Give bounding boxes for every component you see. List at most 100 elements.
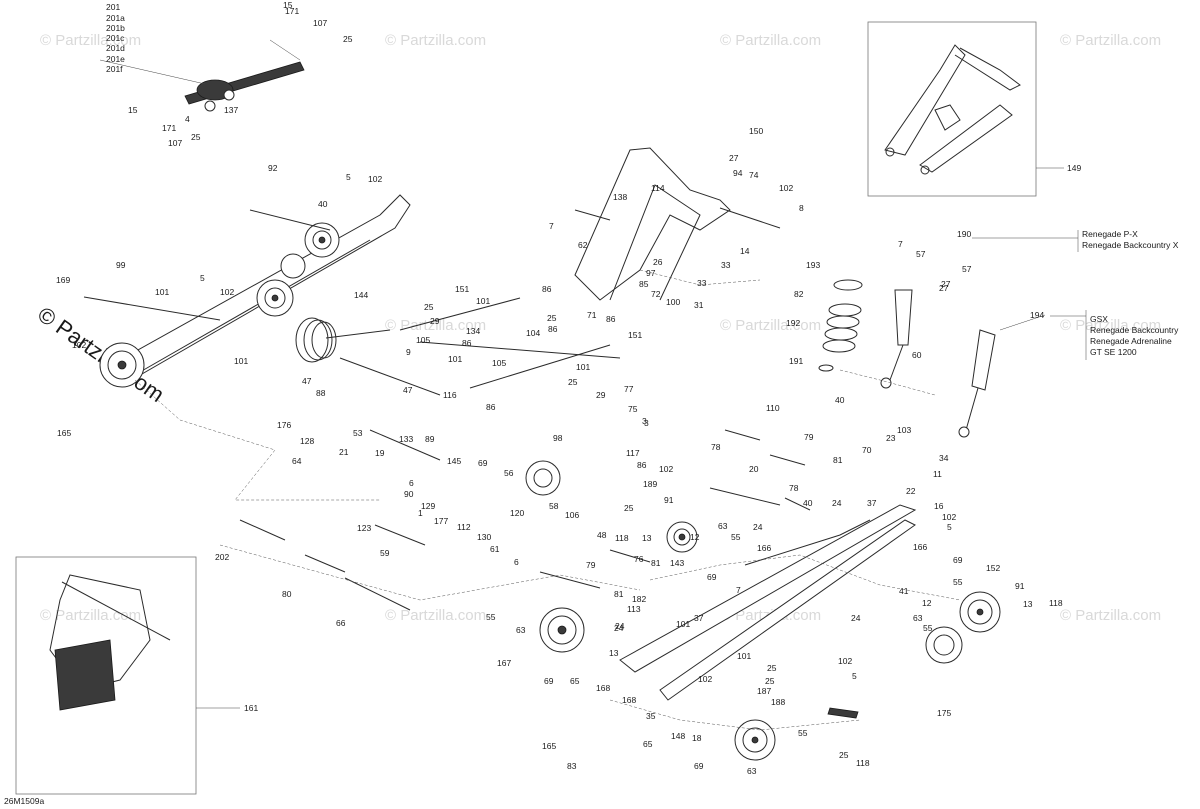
callout: 71 [587,310,597,320]
callout: 105 [492,358,506,368]
callout: 40 [803,498,813,508]
callout: 168 [596,683,610,693]
callout: 48 [597,530,607,540]
callout: 5 [852,671,857,681]
callout: 167 [497,658,511,668]
callout: 27 [729,153,739,163]
legend-201-item: 201d [106,43,125,53]
callout: 33 [721,260,731,270]
watermark: © Partzilla.com [720,317,821,334]
watermark: © Partzilla.com [1060,32,1161,49]
callout: 101 [448,354,462,364]
callout: 14 [740,246,750,256]
callout: 88 [316,388,326,398]
callout: 5 [200,273,205,283]
callout: 25 [624,503,634,513]
callout: 65 [643,739,653,749]
callout: 37 [867,498,877,508]
note-line: Renegade Adrenaline [1090,336,1172,346]
callout: 25 [767,663,777,673]
legend-201-item: 201f [106,64,123,74]
callout: 69 [707,572,717,582]
callout: 123 [357,523,371,533]
callout: 83 [567,761,577,771]
callout: 94 [733,168,743,178]
callout: 25 [343,34,353,44]
callout: 57 [916,249,926,259]
callout: 79 [804,432,814,442]
callout: 5 [947,522,952,532]
callout: 58 [549,501,559,511]
callout: 25 [424,302,434,312]
callout: 169 [56,275,70,285]
callout: 37 [694,613,704,623]
callout: 13 [642,533,652,543]
callout: 101 [234,356,248,366]
shock-190 [818,279,913,389]
callout: 63 [747,766,757,776]
callout: 90 [404,489,414,499]
inset-161 [15,556,240,795]
callout: 9 [406,347,411,357]
callout: 6 [514,557,519,567]
callout: 8 [799,203,804,213]
callout: 24 [614,623,624,633]
callout: 56 [504,468,514,478]
callout: 76 [634,554,644,564]
callout: 61 [490,544,500,554]
callout: 171 [285,6,299,16]
callout: 202 [215,552,229,562]
callout: 116 [443,390,457,400]
callout: 133 [399,434,413,444]
callout: 152 [986,563,1000,573]
callout: 151 [628,330,642,340]
callout: 65 [570,676,580,686]
callout: 15 [128,105,138,115]
callout: 59 [380,548,390,558]
note-line: GSX [1090,314,1108,324]
callout: 102 [368,174,382,184]
callout: 102 [779,183,793,193]
callout: 86 [542,284,552,294]
callout: 81 [833,455,843,465]
callout: 151 [455,284,469,294]
callout: 161 [244,703,258,713]
callout: 187 [757,686,771,696]
callout: 31 [694,300,704,310]
callout: 63 [718,521,728,531]
callout: 69 [694,761,704,771]
callout: 86 [548,324,558,334]
note-line: Renegade P-X [1082,229,1138,239]
diagram-code: 26M1509a [4,796,44,806]
guide-lines [134,269,961,731]
callout: 29 [596,390,606,400]
watermark: © Partzilla.com [40,32,141,49]
callout: 101 [155,287,169,297]
callout: 110 [766,403,780,413]
callout: 6 [409,478,414,488]
callout: 23 [886,433,896,443]
callout: 11 [933,469,942,479]
callout: 13 [609,648,619,658]
callout: 103 [897,425,911,435]
callout: 55 [923,623,933,633]
callout: 55 [953,577,963,587]
callout: 86 [637,460,647,470]
callout: 102 [942,512,956,522]
callout: 22 [906,486,916,496]
note-194: GSX Renegade Backcountry Renegade Adrena… [1050,310,1179,360]
shock-194 [958,314,1046,438]
callout: 80 [282,589,292,599]
watermark: © Partzilla.com [1060,607,1161,624]
callout: 166 [757,543,771,553]
callout: 64 [292,456,302,466]
callout: 102 [220,287,234,297]
callout: 144 [354,290,368,300]
callout: 86 [606,314,616,324]
callout: 118 [1049,598,1063,608]
callout: 53 [353,428,363,438]
callout: 13 [1023,599,1033,609]
callout: 176 [277,420,291,430]
callout-labels: 15 171 107 25 15 171 107 25 137 92 5 102… [56,0,1081,776]
callout: 55 [486,612,496,622]
